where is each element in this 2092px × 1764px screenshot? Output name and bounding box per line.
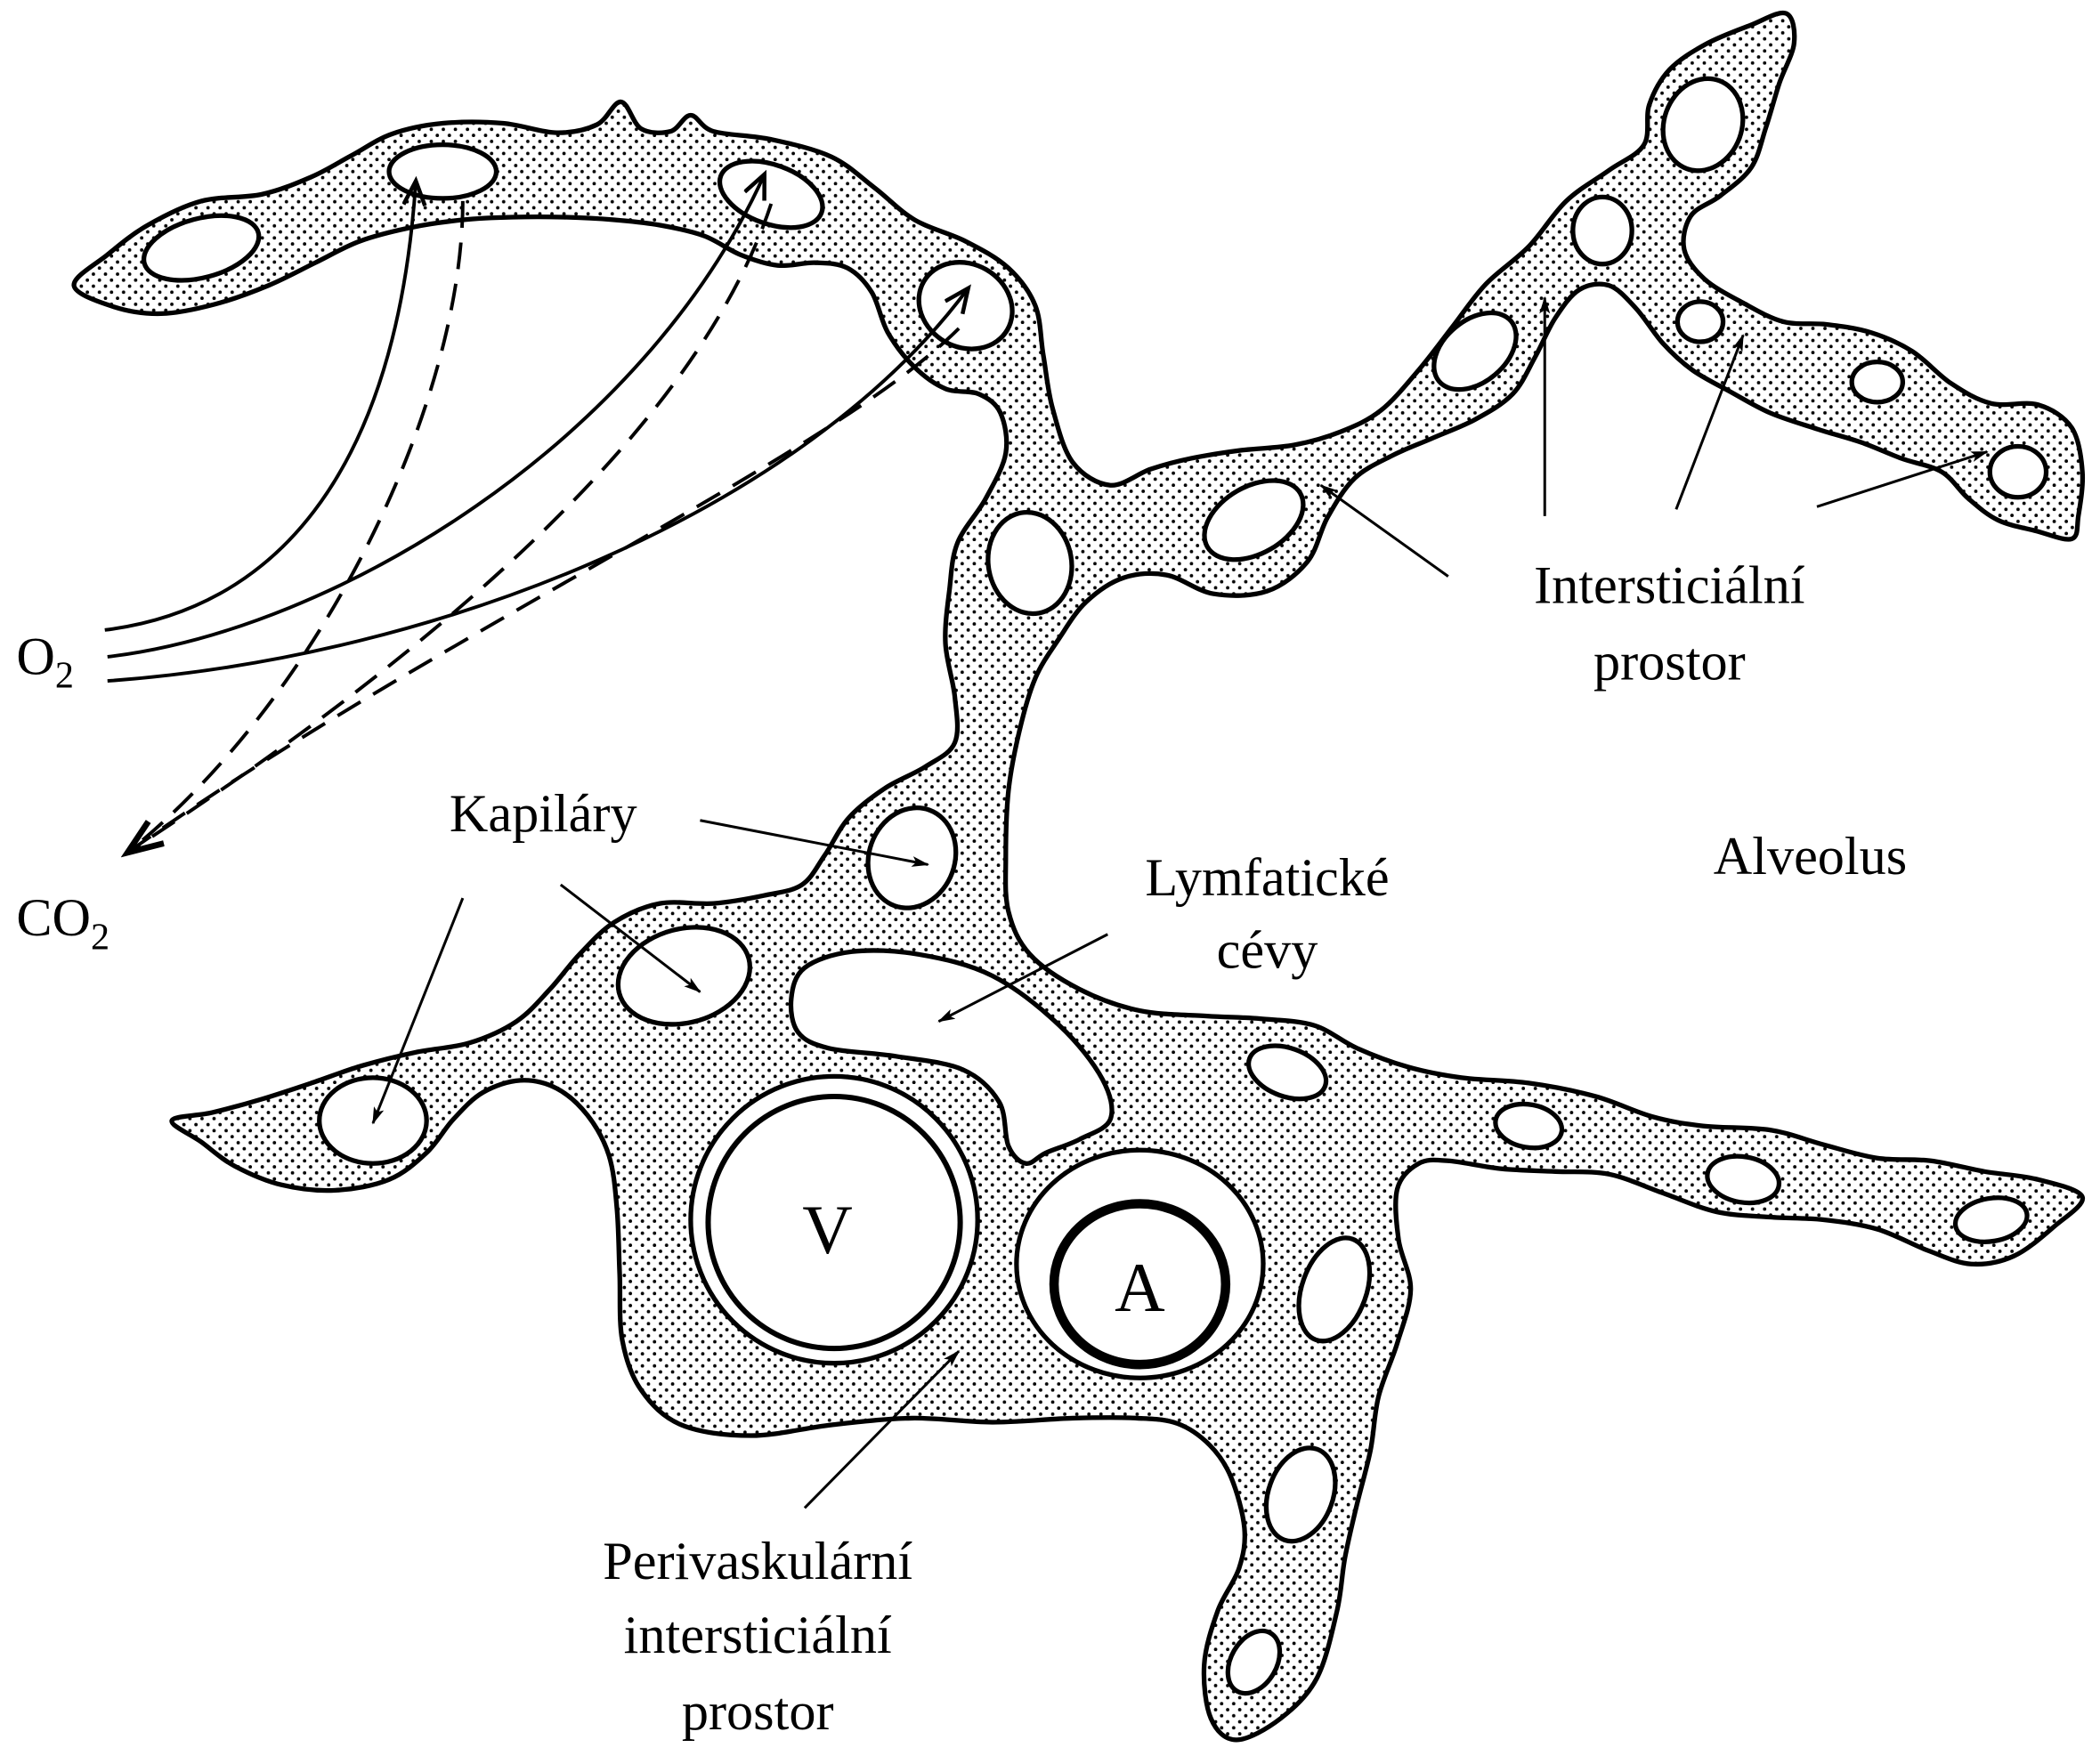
carbon-dioxide-label-subscript: 2: [91, 916, 109, 958]
label-pointers: [371, 295, 1989, 1509]
lymphatic-pointer: [937, 933, 1108, 1023]
capillary: [141, 213, 262, 283]
capillary: [1705, 1153, 1782, 1206]
alveolus-label: Alveolus: [1714, 827, 1908, 886]
carbon-dioxide-label: CO2: [16, 888, 109, 958]
capillary: [1225, 1628, 1283, 1696]
artery-inner-wall: [1049, 1199, 1231, 1370]
capillaries: [141, 76, 2049, 1696]
lymphatic-label-line1: Lymfatické: [1145, 848, 1389, 908]
interstitial-pointer: [1816, 450, 1989, 508]
interstitial-pointer: [1674, 334, 1745, 510]
oxygen-label-base: O: [16, 627, 55, 687]
capillary: [1674, 299, 1726, 344]
interstitial-label-line2: prostor: [1593, 633, 1746, 692]
capillary-pointer: [559, 883, 701, 993]
oxygen-label: O2: [16, 627, 74, 697]
perivascular-label-line1: Perivaskulární: [603, 1532, 912, 1591]
capillary: [1431, 310, 1519, 392]
capillary: [1263, 1445, 1338, 1544]
vein-inner-wall: [705, 1093, 963, 1352]
capillary: [1246, 1043, 1329, 1102]
capillaries-label: Kapiláry: [450, 784, 637, 844]
capillary: [1493, 1101, 1565, 1151]
carbon-dioxide-label-base: CO: [16, 888, 91, 948]
capillary: [1952, 1195, 2030, 1244]
perivascular-pointer: [803, 1350, 961, 1509]
vein: V: [688, 1073, 980, 1366]
carbon-dioxide-diffusion-arrows: [126, 200, 961, 854]
carbon-dioxide-arrow: [126, 203, 774, 854]
perivascular-label-line3: prostor: [682, 1682, 834, 1742]
capillary: [1849, 360, 1906, 405]
capillary: [1202, 478, 1306, 562]
oxygen-arrow: [104, 181, 416, 632]
artery: A: [1014, 1147, 1266, 1380]
capillary: [1660, 76, 1746, 174]
oxygen-label-subscript: 2: [55, 655, 74, 697]
artery-label: A: [1115, 1249, 1165, 1326]
lymphatic-vessel: [788, 948, 1115, 1166]
capillary: [386, 142, 499, 201]
interstitial-label-line1: Intersticiální: [1534, 556, 1805, 616]
capillary-pointer: [371, 897, 465, 1125]
oxygen-arrow: [107, 288, 969, 684]
capillary: [615, 925, 753, 1027]
carbon-dioxide-arrow: [127, 327, 961, 853]
capillary: [985, 509, 1074, 617]
capillary: [1987, 443, 2049, 500]
interstitial-pointer: [1319, 483, 1449, 578]
oxygen-arrow: [107, 174, 765, 659]
capillary: [1296, 1235, 1373, 1344]
vein-label: V: [802, 1191, 853, 1268]
capillary-pointer: [700, 819, 929, 867]
perivascular-label-line2: intersticiální: [624, 1606, 892, 1665]
lymphatic-label-line2: cévy: [1217, 920, 1318, 980]
capillary: [1570, 194, 1634, 267]
oxygen-diffusion-arrows: [104, 174, 969, 684]
carbon-dioxide-arrow: [126, 200, 465, 854]
interstitial-tissue: [71, 10, 2086, 1743]
